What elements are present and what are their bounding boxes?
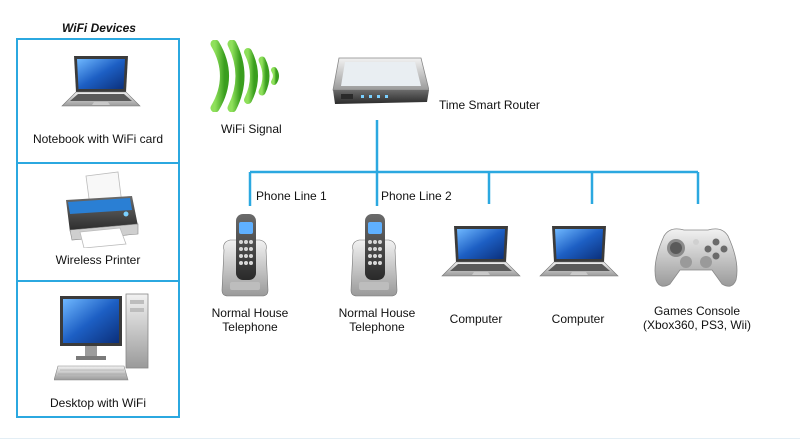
device-label-telephone-2: Normal House Telephone	[338, 306, 416, 334]
router-icon	[332, 57, 429, 104]
wifi-signal-label: WiFi Signal	[221, 122, 282, 136]
sidebar-item-desktop[interactable]: Desktop with WiFi	[18, 280, 178, 416]
phone-line-1-label: Phone Line 1	[256, 189, 327, 203]
gamepad-icon	[654, 228, 738, 287]
device-label-games-console: Games Console (Xbox360, PS3, Wii)	[642, 304, 752, 332]
bottom-divider	[0, 438, 800, 439]
wifi-signal-icon	[210, 40, 279, 112]
device-label-computer-1: Computer	[449, 312, 503, 326]
printer-icon	[66, 171, 139, 248]
device-label-telephone-1: Normal House Telephone	[211, 306, 289, 334]
device-label-computer-2: Computer	[551, 312, 605, 326]
sidebar-item-label: Desktop with WiFi	[49, 396, 147, 410]
laptop-icon	[441, 225, 521, 277]
router-label: Time Smart Router	[439, 98, 540, 112]
sidebar-item-printer[interactable]: Wireless Printer	[18, 162, 178, 280]
telephone-icon	[221, 213, 269, 297]
telephone-icon	[350, 213, 398, 297]
wifi-devices-panel: Notebook with WiFi card Wireless Printer	[16, 38, 180, 418]
laptop-icon	[539, 225, 619, 277]
sidebar-item-label: Wireless Printer	[55, 253, 141, 267]
sidebar-item-notebook[interactable]: Notebook with WiFi card	[18, 40, 178, 162]
sidebar-title: WiFi Devices	[62, 21, 136, 35]
phone-line-2-label: Phone Line 2	[381, 189, 452, 203]
desktop-icon	[54, 293, 149, 381]
sidebar-item-label: Notebook with WiFi card	[32, 132, 164, 146]
